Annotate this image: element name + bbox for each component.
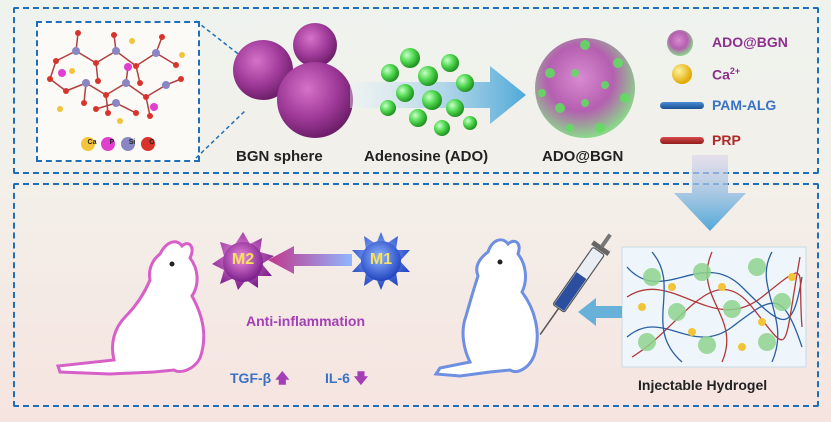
element-p-label: P xyxy=(109,139,115,146)
tgf-beta-label: TGF-β xyxy=(230,370,272,386)
il6-indicator: IL-6 🡇 xyxy=(325,368,368,392)
adenosine-molecules xyxy=(380,48,477,136)
legend-adobgn-icon xyxy=(667,30,693,56)
element-ca-label: Ca xyxy=(87,139,97,146)
anti-inflammation-label: Anti-inflammation xyxy=(246,313,365,329)
m1-to-m2-arrow xyxy=(268,246,352,274)
syringe-image xyxy=(539,233,612,336)
m2-label: M2 xyxy=(231,251,255,268)
down-arrow xyxy=(674,155,746,231)
m1-label: M1 xyxy=(369,251,393,268)
il6-label: IL-6 xyxy=(325,370,350,386)
bottom-panel xyxy=(13,183,819,407)
treated-rat-image xyxy=(433,238,539,378)
m1-macrophage xyxy=(352,232,410,290)
m2-macrophage xyxy=(212,232,274,290)
top-panel xyxy=(13,7,819,174)
legend-prp-icon xyxy=(660,137,704,144)
hydrogel-to-rat-arrow xyxy=(578,298,622,326)
element-si-label: Si xyxy=(128,139,136,146)
legend-prp-label: PRP xyxy=(712,132,741,148)
recovered-rat-image xyxy=(55,240,206,376)
legend-adobgn-label: ADO@BGN xyxy=(712,34,788,50)
element-legend xyxy=(81,137,155,151)
up-arrow-icon: 🡅 xyxy=(275,370,290,386)
hydrogel-image xyxy=(621,246,807,368)
legend-ca-icon xyxy=(672,64,692,84)
bgn-structure-diagram xyxy=(47,30,185,151)
ado-bgn-label: ADO@BGN xyxy=(542,148,624,165)
legend-ca-label: Ca2+ xyxy=(712,66,740,83)
legend-ca-sup: 2+ xyxy=(729,66,741,76)
legend-pamalg-label: PAM-ALG xyxy=(712,97,777,113)
legend-ca-text: Ca xyxy=(712,66,730,83)
bgn-sphere-image xyxy=(233,23,353,138)
down-arrow-icon: 🡇 xyxy=(353,370,369,386)
tgf-beta-indicator: TGF-β 🡅 xyxy=(230,368,290,392)
hydrogel-label: Injectable Hydrogel xyxy=(638,377,768,393)
bgn-sphere-label: BGN sphere xyxy=(236,148,323,165)
adenosine-label: Adenosine (ADO) xyxy=(364,148,489,165)
element-o-label: O xyxy=(149,139,155,146)
legend-pamalg-icon xyxy=(660,102,704,109)
ado-bgn-particle xyxy=(535,38,635,138)
